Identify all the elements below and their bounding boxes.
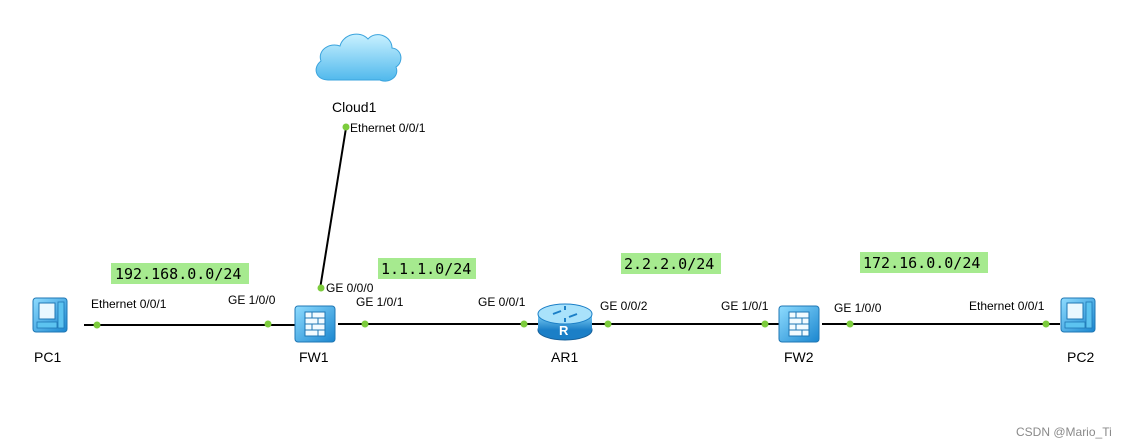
ar1-port-ge001-label: GE 0/0/1	[478, 295, 526, 309]
fw1-port-ge101-label: GE 1/0/1	[356, 295, 404, 309]
network-label-172-16-0-0: 172.16.0.0/24	[863, 254, 980, 272]
network-label-bg	[378, 258, 476, 279]
cloud1-label: Cloud1	[332, 99, 377, 115]
ar1-label: AR1	[551, 349, 578, 365]
network-label-bg	[860, 252, 988, 273]
ar1-port-ge002-label: GE 0/0/2	[600, 299, 648, 313]
fw1-port-ge100-label: GE 1/0/0	[228, 293, 276, 307]
fw1-label: FW1	[299, 349, 329, 365]
svg-text:R: R	[559, 323, 569, 338]
pc2-label: PC2	[1067, 349, 1094, 365]
router-icon[interactable]: R	[537, 303, 593, 341]
pc-icon[interactable]	[1060, 297, 1096, 333]
network-label-bg	[111, 263, 249, 284]
port-dot-pc2-eth	[1042, 320, 1050, 328]
cloud-icon[interactable]	[315, 33, 402, 82]
port-dot-ar1-ge002	[604, 320, 612, 328]
link-cloud1-fw1	[319, 127, 347, 290]
port-dot-fw1-ge100	[264, 320, 272, 328]
cloud1-port-label: Ethernet 0/0/1	[350, 121, 426, 135]
port-dot-fw2-ge101	[761, 320, 769, 328]
port-dot-ar1-ge001	[520, 320, 528, 328]
port-dot-fw1-ge000	[317, 284, 325, 292]
watermark: CSDN @Mario_Ti	[1016, 425, 1112, 439]
pc-icon[interactable]	[32, 297, 68, 333]
port-dot-fw1-ge101	[361, 320, 369, 328]
port-dot-pc1-eth	[93, 321, 101, 329]
fw1-port-ge000-label: GE 0/0/0	[326, 281, 374, 295]
pc1-port-label: Ethernet 0/0/1	[91, 297, 167, 311]
port-dot-fw2-ge100	[846, 320, 854, 328]
port-dot-cloud1-eth	[342, 123, 350, 131]
firewall-icon[interactable]	[294, 305, 336, 343]
fw2-label: FW2	[784, 349, 814, 365]
network-label-192-168-0-0: 192.168.0.0/24	[115, 265, 241, 283]
pc2-port-label: Ethernet 0/0/1	[969, 299, 1045, 313]
network-label-bg	[621, 253, 721, 274]
pc1-label: PC1	[34, 349, 61, 365]
network-label-2-2-2-0: 2.2.2.0/24	[624, 255, 714, 273]
network-label-1-1-1-0: 1.1.1.0/24	[381, 260, 471, 278]
firewall-icon[interactable]	[778, 305, 820, 343]
fw2-port-ge101-label: GE 1/0/1	[721, 299, 769, 313]
fw2-port-ge100-label: GE 1/0/0	[834, 301, 882, 315]
